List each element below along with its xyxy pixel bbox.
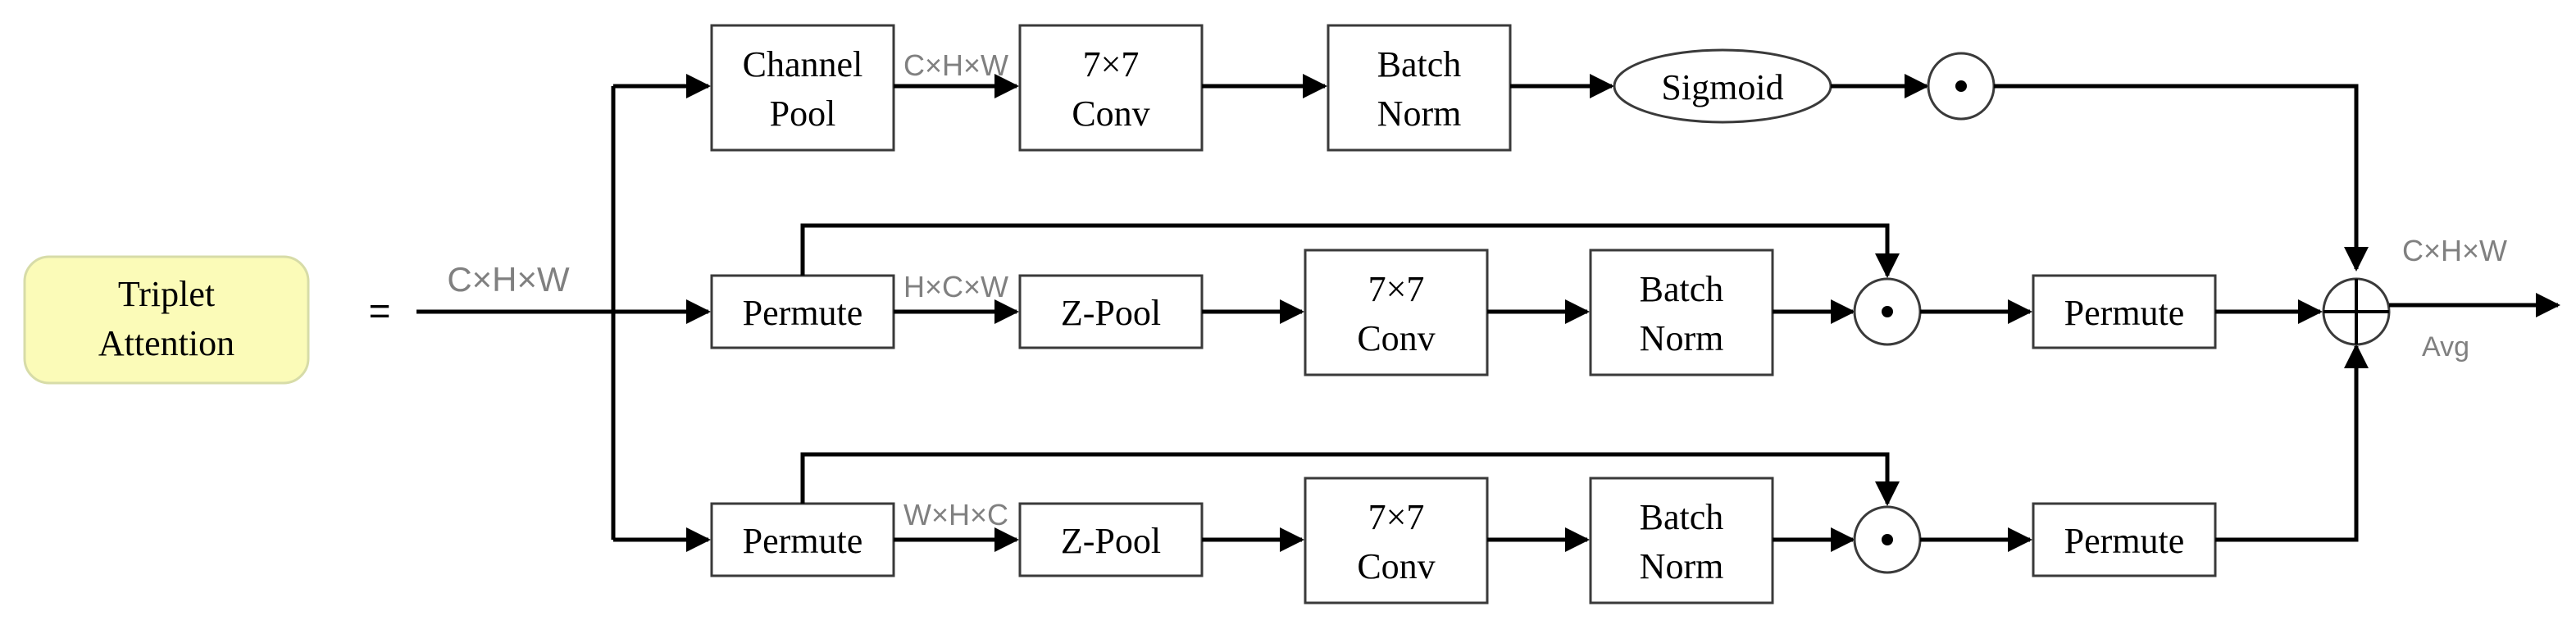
branch-3: Permute W×H×C Z-Pool 7×7 Conv Batch Norm… (710, 344, 2369, 604)
zpool3-label: Z-Pool (1061, 521, 1161, 561)
batch-norm3-label-line2: Norm (1640, 546, 1724, 586)
input-wires (416, 74, 711, 552)
permute3-box (710, 502, 895, 577)
batch-norm2-label-line2: Norm (1640, 318, 1724, 358)
equals-sign: = (369, 290, 391, 332)
permute3-out-label: Permute (2064, 521, 2185, 561)
zpool3-box (1018, 502, 1204, 577)
permute2-label: Permute (743, 293, 863, 333)
permute3-out-box (2032, 502, 2217, 577)
conv2-box (1304, 249, 1489, 376)
input-dim-label: C×H×W (447, 260, 570, 299)
permute3-label: Permute (743, 521, 863, 561)
branch2-skip-arrow (800, 223, 1900, 278)
multiply2-dot-icon (1882, 306, 1893, 317)
mult1-to-sum-arrow (1994, 84, 2369, 271)
zpool2-box (1018, 274, 1204, 349)
batch-norm2-label-line1: Batch (1640, 269, 1724, 309)
conv1-label-line1: 7×7 (1083, 44, 1140, 84)
branch1-dim-label: C×H×W (903, 48, 1008, 82)
triplet-label-line2: Attention (98, 323, 234, 363)
conv2-label-line2: Conv (1357, 318, 1435, 358)
output-dim-label: C×H×W (2402, 234, 2507, 267)
batch-norm1-label-line1: Batch (1377, 44, 1462, 84)
branch3-dim-label: W×H×C (903, 498, 1008, 531)
conv1-label-line2: Conv (1072, 94, 1149, 134)
zpool2-label: Z-Pool (1061, 293, 1161, 333)
permute3out-to-sum-arrow (2215, 344, 2369, 542)
conv1-box (1018, 24, 1204, 152)
permute2-out-label: Permute (2064, 293, 2185, 333)
triplet-attention-block: Triplet Attention (23, 255, 310, 385)
batch-norm1-box (1327, 24, 1512, 152)
branch-2: Permute H×C×W Z-Pool 7×7 Conv Batch Norm… (710, 223, 2323, 376)
output-stage: C×H×W Avg (2322, 234, 2560, 363)
sigmoid-label: Sigmoid (1661, 67, 1783, 107)
branch-1: Channel Pool C×H×W 7×7 Conv Batch Norm S… (710, 24, 2369, 271)
batch-norm3-box (1589, 477, 1774, 604)
conv3-label-line2: Conv (1357, 546, 1435, 586)
channel-pool-box (710, 24, 895, 152)
avg-label: Avg (2422, 331, 2469, 363)
branch2-dim-label: H×C×W (903, 270, 1008, 303)
channel-pool-label-line1: Channel (743, 44, 863, 84)
channel-pool-label-line2: Pool (770, 94, 836, 134)
triplet-label-line1: Triplet (118, 274, 215, 314)
branch3-skip-arrow (800, 452, 1900, 506)
batch-norm1-label-line2: Norm (1377, 94, 1462, 134)
conv3-label-line1: 7×7 (1368, 497, 1425, 537)
batch-norm3-label-line1: Batch (1640, 497, 1724, 537)
conv2-label-line1: 7×7 (1368, 269, 1425, 309)
multiply3-dot-icon (1882, 534, 1893, 545)
multiply1-dot-icon (1955, 80, 1967, 92)
permute2-out-box (2032, 274, 2217, 349)
